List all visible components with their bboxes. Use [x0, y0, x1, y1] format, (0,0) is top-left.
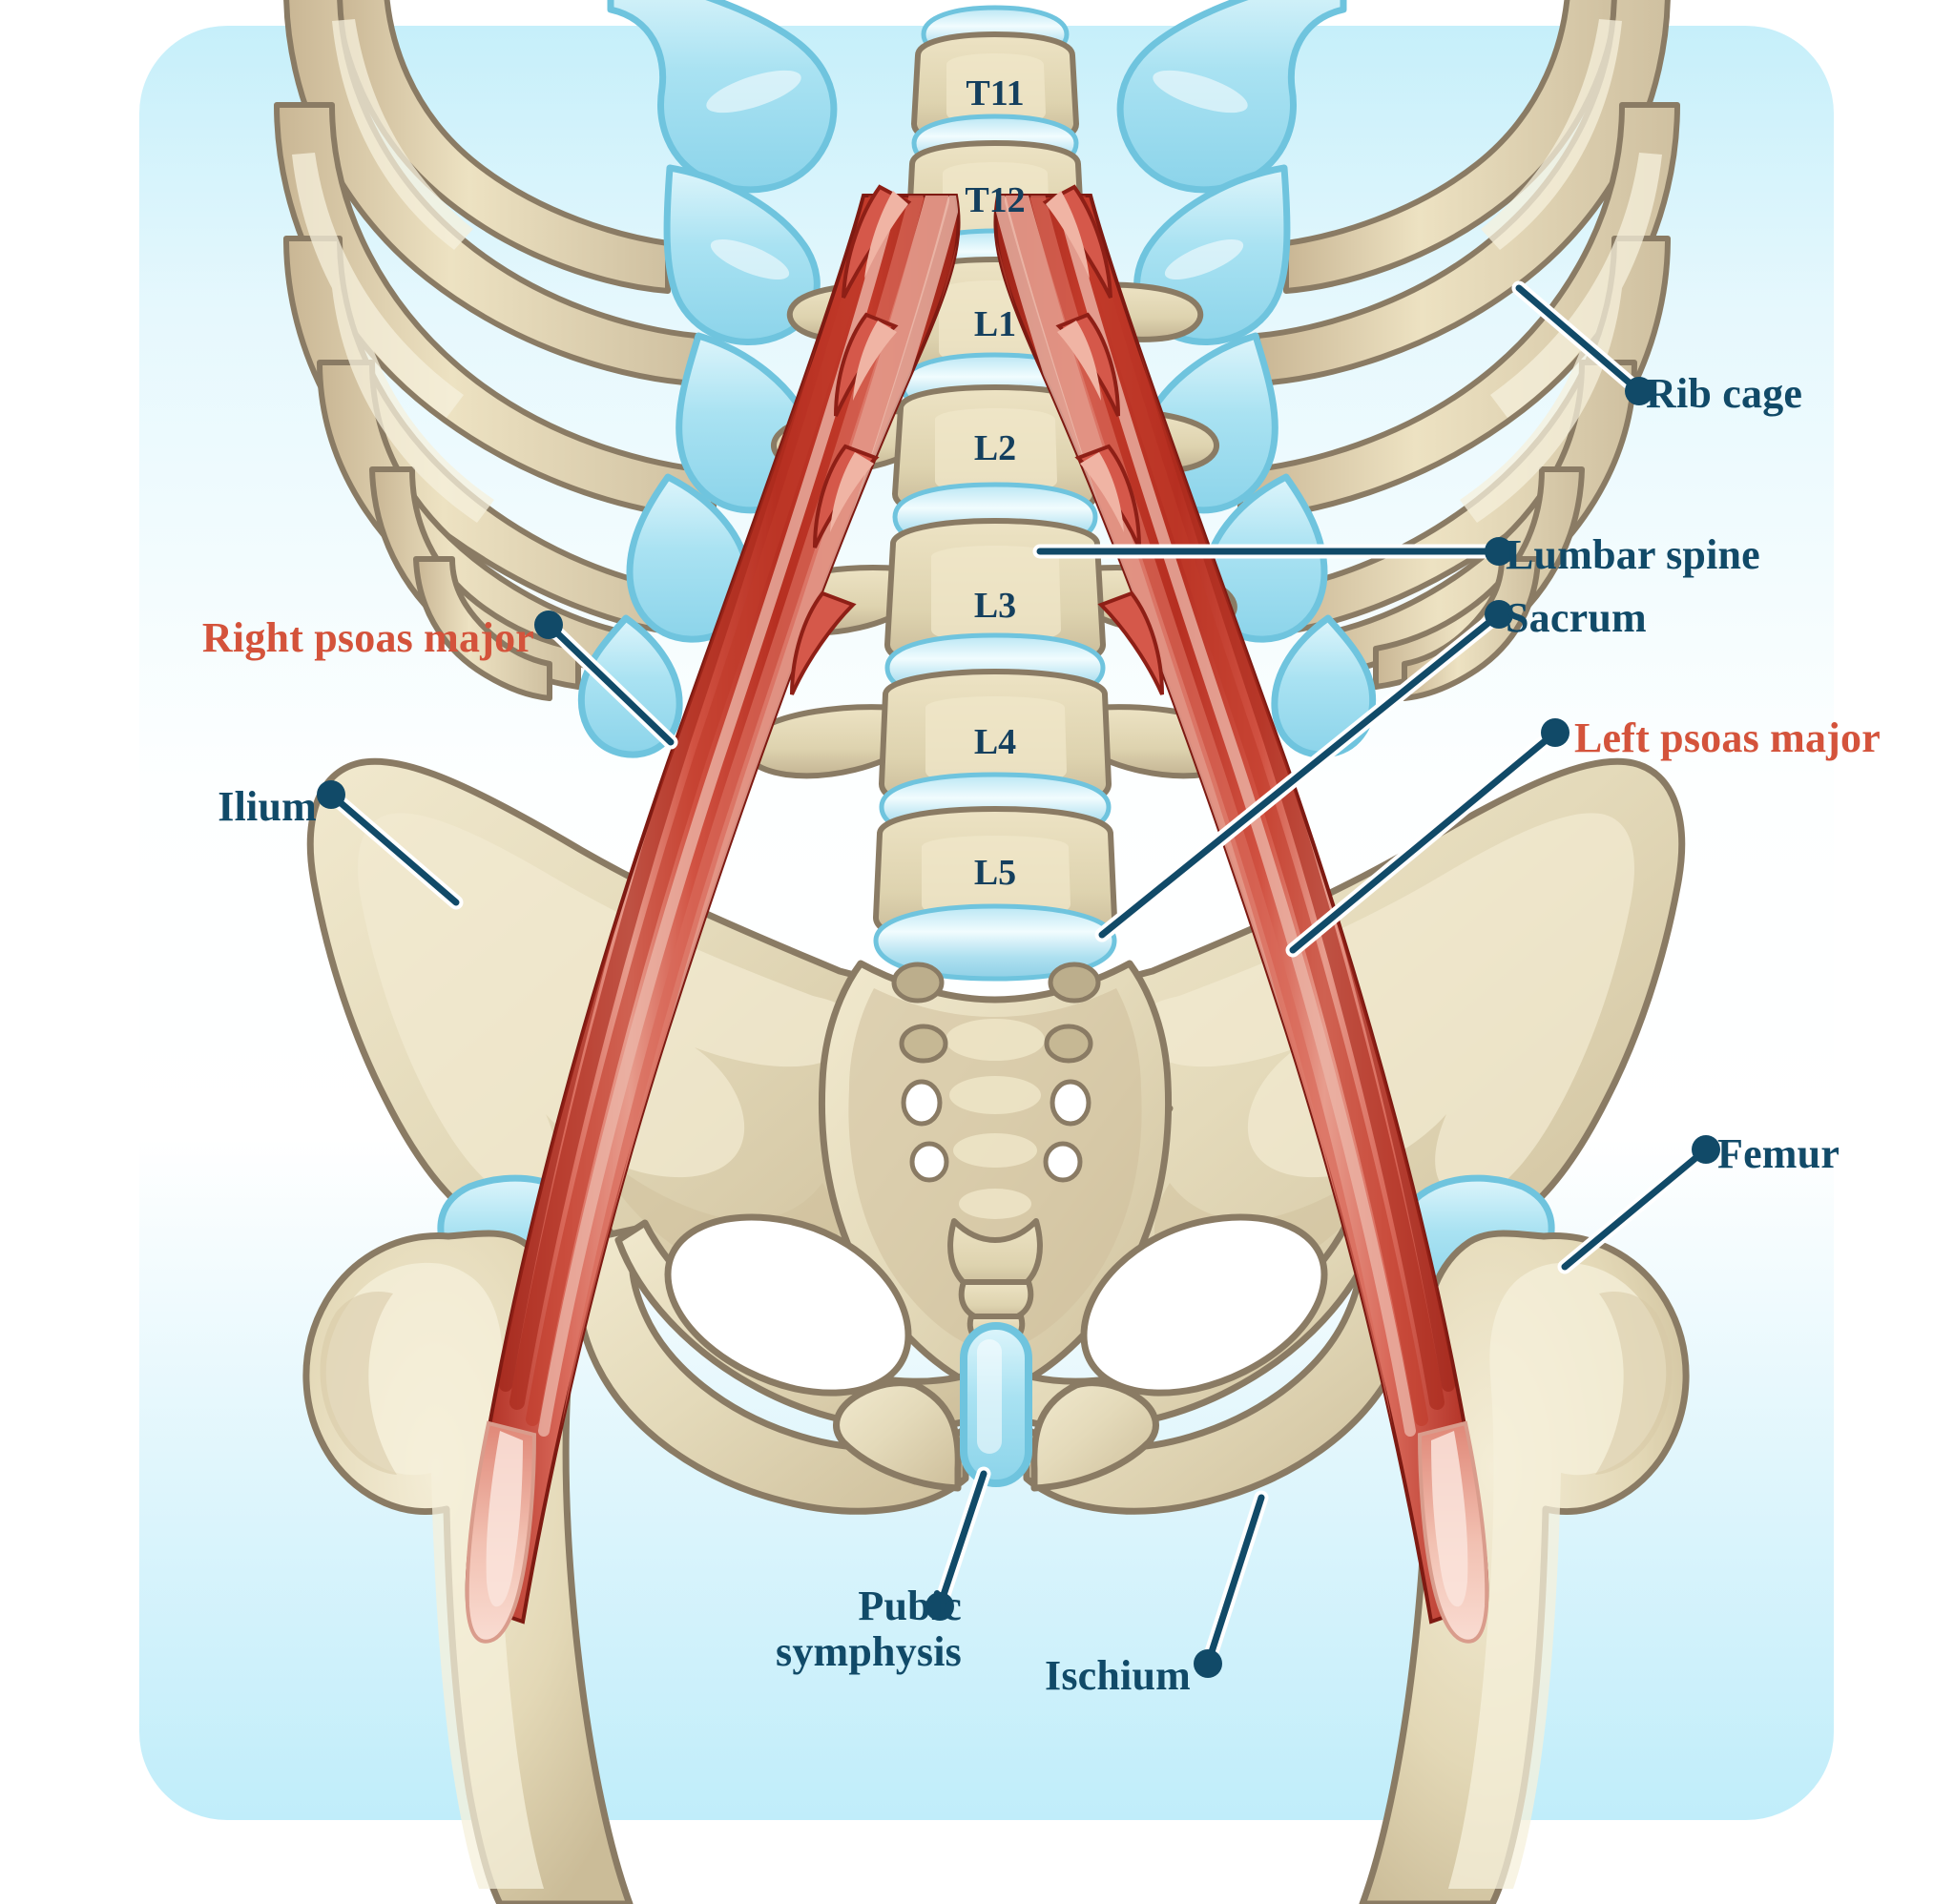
- leader-lines: [317, 280, 1720, 1678]
- leader-dot-ischium: [1194, 1649, 1222, 1678]
- leader-ischium: [1204, 1494, 1265, 1667]
- leader-right-psoas: [545, 621, 675, 746]
- callout-label-left-psoas-major: Left psoas major: [1574, 714, 1881, 761]
- callout-label-ischium: Ischium: [1045, 1652, 1191, 1699]
- callout-label-lumbar-spine: Lumbar spine: [1506, 531, 1760, 578]
- callout-label-ilium: Ilium: [218, 783, 317, 830]
- sacral-foramina: [891, 962, 1101, 1183]
- vertebra-label-l4: L4: [973, 722, 1017, 762]
- vertebra-label-t11: T11: [966, 73, 1025, 114]
- vertebra-label-l2: L2: [973, 428, 1017, 468]
- callout-label-femur: Femur: [1717, 1130, 1840, 1177]
- leader-sacrum: [1098, 611, 1503, 939]
- vertebra-label-l3: L3: [973, 586, 1017, 626]
- leader-dot-femur: [1692, 1135, 1720, 1164]
- leader-dot-ilium: [317, 780, 345, 809]
- vertebra-label-l1: L1: [973, 304, 1017, 344]
- coccyx: [947, 1218, 1043, 1363]
- vertebra-label-l5: L5: [973, 853, 1017, 893]
- callout-label-rib-cage: Rib cage: [1646, 370, 1803, 417]
- leader-ilium: [327, 791, 460, 906]
- pelvis: [306, 757, 1686, 1515]
- leader-dot-left-psoas: [1541, 718, 1569, 747]
- callout-label-right-psoas-major: Right psoas major: [201, 614, 534, 661]
- obturator-foramen-left: [1080, 1213, 1328, 1397]
- leader-dot-lumbar-spine: [1485, 537, 1513, 566]
- vertebra-label-t12: T12: [965, 180, 1026, 220]
- leader-femur: [1561, 1146, 1710, 1271]
- leader-left-psoas: [1289, 729, 1559, 954]
- callout-label-sacrum: Sacrum: [1506, 594, 1647, 641]
- leader-dot-rib-cage: [1625, 377, 1653, 405]
- psoas-right: [465, 184, 961, 1644]
- rib-cage: [274, 0, 1680, 758]
- obturator-foramen-right: [664, 1213, 912, 1397]
- ischium-right: [573, 1223, 969, 1515]
- leader-dot-pubic-symphysis: [925, 1592, 954, 1621]
- leader-dot-sacrum: [1485, 600, 1513, 629]
- leader-rib-cage: [1515, 284, 1643, 395]
- leader-dot-right-psoas: [534, 611, 563, 639]
- callout-label-pubic-symphysis: Pubic symphysis: [776, 1583, 962, 1675]
- leader-pubic-symphysis: [936, 1470, 987, 1610]
